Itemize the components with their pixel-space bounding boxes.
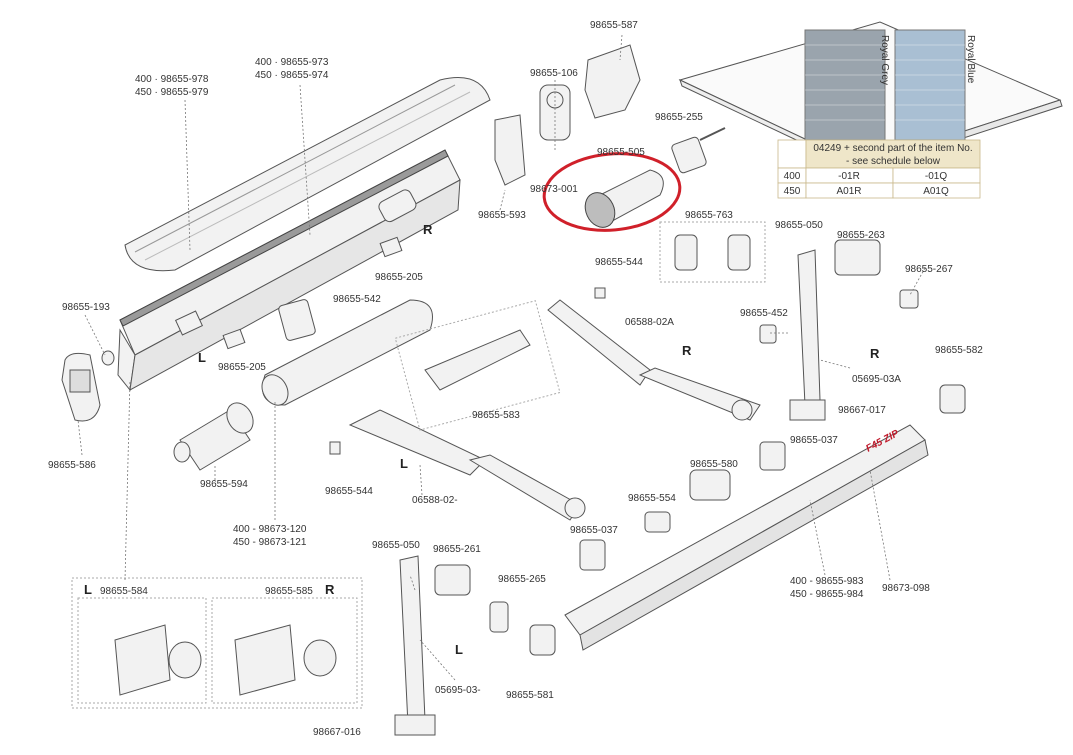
- part-label: 400 - 98673-120: [233, 524, 307, 535]
- part-labels: 400 · 98655-978 450 · 98655-979 400 · 98…: [48, 20, 983, 738]
- fabric-swatches: Royal Grey Royal Blue: [804, 29, 976, 141]
- leader-lines: [77, 34, 926, 681]
- cassette-cover: [124, 77, 491, 272]
- part-label: 98655-106: [530, 68, 578, 79]
- side-marker-l: L: [84, 582, 92, 597]
- side-marker-r: R: [325, 582, 335, 597]
- part-98655-583: [394, 300, 561, 431]
- part-label: 98655-554: [628, 493, 676, 504]
- royal-grey-label: Royal Grey: [879, 35, 890, 85]
- part-label: 98655-544: [595, 257, 643, 268]
- part-label: 98655-583: [472, 410, 520, 421]
- part-label: 98655-050: [775, 220, 823, 231]
- side-marker-l: L: [455, 642, 463, 657]
- part-label: 98655-205: [375, 272, 423, 283]
- part-label: 98655-452: [740, 308, 788, 319]
- part-label: 98655-037: [790, 435, 838, 446]
- part-label: 98673-098: [882, 583, 930, 594]
- part-label: 450 - 98655-984: [790, 589, 864, 600]
- royal-blue-swatch: [894, 29, 966, 141]
- part-label: 400 · 98655-978: [135, 74, 209, 85]
- right-arm: [547, 299, 761, 421]
- part-label: 06588-02-: [412, 495, 458, 506]
- part-label: 98655-263: [837, 230, 885, 241]
- side-marker-r: R: [870, 346, 880, 361]
- left-leg: [394, 555, 556, 736]
- side-bracket-kits-box: [71, 577, 363, 709]
- side-marker-l: L: [400, 456, 408, 471]
- end-cap-left: [61, 350, 115, 422]
- roller-tube: [261, 299, 433, 406]
- part-label: 98655-594: [200, 479, 248, 490]
- part-label: 98655-542: [333, 294, 381, 305]
- red-highlight-circle: [542, 152, 682, 232]
- part-label: 98655-580: [690, 459, 738, 470]
- spring-end-part: [173, 402, 254, 471]
- part-label: 98655-205: [218, 362, 266, 373]
- part-label: 05695-03-: [435, 685, 481, 696]
- part-label: 98655-267: [905, 264, 953, 275]
- part-label: 98655-505: [597, 147, 645, 158]
- table-note-line1: 04249 + second part of the item No.: [813, 143, 972, 154]
- part-label: 98655-581: [506, 690, 554, 701]
- fabric-schedule-table: 04249 + second part of the item No. - se…: [777, 139, 981, 199]
- part-label: 450 · 98655-974: [255, 70, 329, 81]
- part-label: 98673-001: [530, 184, 578, 195]
- part-label: 98655-584: [100, 586, 148, 597]
- part-label: 98655-265: [498, 574, 546, 585]
- right-leg: [759, 239, 966, 421]
- side-marker-r: R: [682, 343, 692, 358]
- part-label: 98655-050: [372, 540, 420, 551]
- side-marker-r: R: [423, 222, 433, 237]
- part-label: 98655-544: [325, 486, 373, 497]
- mid-small-parts: [329, 287, 786, 571]
- table-note-line2: - see schedule below: [846, 156, 941, 167]
- part-label: 400 - 98655-983: [790, 576, 864, 587]
- part-label: 98655-255: [655, 112, 703, 123]
- highlighted-part-98655-505: [542, 152, 682, 232]
- table-cell: 400: [784, 171, 801, 182]
- part-label: 450 · 98655-979: [135, 87, 209, 98]
- part-98655-763: [659, 221, 766, 283]
- part-label: 98655-763: [685, 210, 733, 221]
- part-label: 450 - 98673-121: [233, 537, 307, 548]
- part-label: 98655-593: [478, 210, 526, 221]
- table-cell: A01Q: [923, 186, 949, 197]
- small-brackets: [174, 236, 403, 350]
- royal-blue-label: Royal Blue: [965, 35, 976, 84]
- table-cell: 450: [784, 186, 801, 197]
- part-label: 98667-016: [313, 727, 361, 738]
- part-label: 98667-017: [838, 405, 886, 416]
- table-cell: -01Q: [925, 171, 947, 182]
- table-cell: A01R: [836, 186, 861, 197]
- table-cell: -01R: [838, 171, 860, 182]
- left-arm: [348, 409, 586, 521]
- part-label: 98655-585: [265, 586, 313, 597]
- part-label: 98655-193: [62, 302, 110, 313]
- part-label: 06588-02A: [625, 317, 674, 328]
- cassette-body: [117, 149, 461, 392]
- part-label: 98655-586: [48, 460, 96, 471]
- side-markers: R L R R L L R L: [84, 222, 880, 657]
- part-label: 400 · 98655-973: [255, 57, 329, 68]
- part-label: 05695-03A: [852, 374, 901, 385]
- part-label: 98655-037: [570, 525, 618, 536]
- part-label: 98655-261: [433, 544, 481, 555]
- side-marker-l: L: [198, 350, 206, 365]
- part-label: 98655-587: [590, 20, 638, 31]
- part-label: 98655-582: [935, 345, 983, 356]
- royal-grey-swatch: [804, 29, 886, 141]
- front-profile: F45 ZIP: [564, 424, 929, 651]
